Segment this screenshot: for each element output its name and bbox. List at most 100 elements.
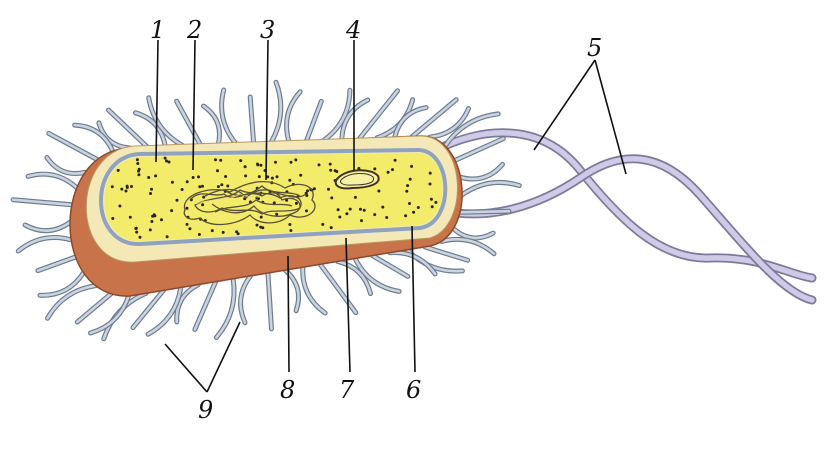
ribosome-dot — [317, 163, 321, 167]
ribosome-dot — [191, 176, 195, 179]
label-9: 9 — [198, 396, 213, 424]
pilus-highlight — [47, 132, 99, 161]
leader-lines — [155, 39, 627, 393]
ribosome-dot — [198, 185, 202, 189]
label-2: 2 — [186, 16, 202, 44]
ribosome-dot — [288, 178, 292, 182]
ribosome-dot — [135, 158, 139, 162]
pilus-highlight — [322, 88, 352, 142]
label-7: 7 — [339, 376, 355, 404]
ribosome-dot — [329, 226, 333, 230]
pilus-highlight — [393, 106, 428, 139]
pilus-highlight — [318, 263, 358, 314]
ribosome-dot — [405, 189, 409, 193]
ribosome-dot — [338, 215, 342, 219]
ribosome-dot — [216, 169, 219, 173]
ribosome-dot — [270, 176, 274, 180]
pilus-highlight — [134, 111, 167, 148]
ribosome-dot — [430, 205, 434, 209]
ribosome-dot — [275, 212, 279, 216]
pilus-highlight — [175, 99, 202, 147]
pilus — [427, 106, 472, 140]
pilus-highlight — [371, 254, 410, 278]
ribosome-dot — [274, 160, 277, 164]
ribosome-dot — [353, 195, 357, 199]
ribosome-dot — [385, 216, 389, 219]
pilus-highlight — [46, 284, 97, 320]
ribosome-dot — [373, 167, 377, 171]
ribosome-dot — [149, 192, 152, 195]
ribosome-dot — [128, 215, 132, 219]
pilus-highlight — [26, 172, 79, 190]
pilus-highlight — [266, 271, 273, 331]
ribosome-dot — [175, 198, 179, 202]
ribosome-dot — [210, 229, 214, 233]
pili — [10, 79, 522, 342]
ribosome-dot — [410, 164, 414, 168]
ribosome-dot — [285, 198, 289, 202]
pilus-highlight — [340, 98, 369, 141]
ribosome-dot — [197, 233, 201, 236]
ribosome-dot — [197, 175, 200, 179]
pilus-highlight — [284, 268, 300, 312]
ribosome-dot — [165, 235, 169, 239]
ribosome-dot — [406, 184, 410, 188]
ribosome-dot — [201, 203, 205, 207]
pilus-highlight — [202, 104, 221, 146]
ribosome-dot — [165, 159, 168, 163]
pilus-highlight — [285, 90, 302, 143]
ribosome-dot — [152, 213, 156, 217]
ribosome-dot — [130, 185, 133, 188]
ribosome-dot — [219, 158, 223, 162]
pilus-highlight — [220, 88, 238, 145]
pilus-highlight — [89, 294, 130, 335]
pilus-highlight — [305, 100, 323, 142]
pilus-highlight — [215, 277, 236, 339]
ribosome-dot — [428, 171, 432, 175]
pilus-highlight — [147, 96, 185, 148]
ribosome-dot — [328, 162, 332, 166]
ribosome-dot — [257, 175, 261, 179]
ribosome-dot — [147, 176, 151, 179]
ribosome-dot — [120, 187, 124, 191]
pilus-highlight — [406, 248, 464, 273]
ribosome-dot — [111, 217, 115, 220]
pilus-highlight — [452, 227, 495, 240]
ribosome-dot — [294, 201, 298, 205]
ribosome-dot — [306, 189, 309, 193]
pilus-highlight — [146, 286, 183, 336]
ribosome-dot — [386, 170, 390, 174]
ribosome-dot — [180, 188, 184, 191]
ribosome-dot — [150, 187, 153, 191]
ribosome-dot — [327, 187, 330, 191]
pilus-highlight — [239, 274, 252, 324]
pilus-highlight — [336, 260, 372, 295]
ribosome-dot — [348, 207, 352, 211]
ribosome-dot — [289, 160, 293, 164]
pilus-highlight — [458, 209, 511, 214]
ribosome-dot — [138, 235, 142, 239]
ribosome-dot — [345, 212, 349, 216]
ribosome-dot — [336, 208, 340, 212]
ribosome-dot — [377, 189, 381, 193]
ribosome-dot — [150, 220, 154, 223]
ribosome-dot — [393, 158, 397, 162]
label-3: 3 — [260, 16, 275, 44]
pilus-highlight — [248, 95, 255, 145]
ribosome-dot — [125, 184, 129, 188]
ribosome-dot — [243, 165, 247, 169]
ribosome-dot — [289, 229, 293, 232]
pilus-highlight — [17, 236, 73, 253]
ribosome-dot — [312, 187, 316, 191]
ribosome-dot — [135, 230, 139, 234]
ribosome-dot — [434, 200, 438, 204]
label-8: 8 — [280, 376, 295, 404]
pilus-highlight — [73, 123, 114, 153]
ribosome-dot — [305, 209, 308, 213]
ribosome-dot — [124, 189, 128, 193]
ribosome-dot — [216, 185, 220, 189]
ribosome-dot — [330, 196, 334, 200]
ribosome-dot — [167, 160, 171, 164]
ribosome-dot — [299, 173, 303, 177]
